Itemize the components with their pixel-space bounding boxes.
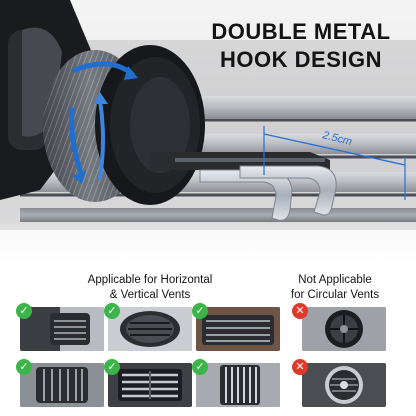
vent-door-vertical-photo (196, 363, 280, 407)
vent-compatibility-grid: ✓ ✓ ✓ ✓ ✓ ✓ ✕ ✕ (16, 303, 408, 411)
cross-icon: ✕ (292, 303, 308, 319)
not-applicable-caption-line-1: Not Applicable (298, 274, 372, 286)
check-icon: ✓ (104, 303, 120, 319)
vent-horizontal-left-photo (20, 307, 104, 351)
applicable-caption-line-1: Applicable for Horizontal (87, 274, 213, 286)
vent-vertical-slats-photo (20, 363, 104, 407)
check-icon: ✓ (16, 359, 32, 375)
headline-line-1: DOUBLE METAL (211, 19, 391, 44)
headline-line-2: HOOK DESIGN (220, 47, 382, 72)
vent-horizontal-slats-photo (196, 307, 280, 351)
check-icon: ✓ (192, 303, 208, 319)
cross-icon: ✕ (292, 359, 308, 375)
check-icon: ✓ (16, 303, 32, 319)
vent-circular-chrome-photo (302, 363, 386, 407)
vent-dashboard-horizontal-photo (108, 363, 192, 407)
not-applicable-caption-line-2: for Circular Vents (290, 289, 380, 301)
applicable-caption-line-2: & Vertical Vents (109, 289, 191, 301)
mount-hero-photo (0, 0, 416, 272)
not-applicable-caption: Not Applicable for Circular Vents (270, 273, 400, 303)
check-icon: ✓ (104, 359, 120, 375)
applicable-caption: Applicable for Horizontal & Vertical Ven… (28, 273, 272, 303)
vent-circular-black-photo (302, 307, 386, 351)
vent-round-grille-photo (108, 307, 192, 351)
headline: DOUBLE METAL HOOK DESIGN (196, 18, 406, 74)
check-icon: ✓ (192, 359, 208, 375)
